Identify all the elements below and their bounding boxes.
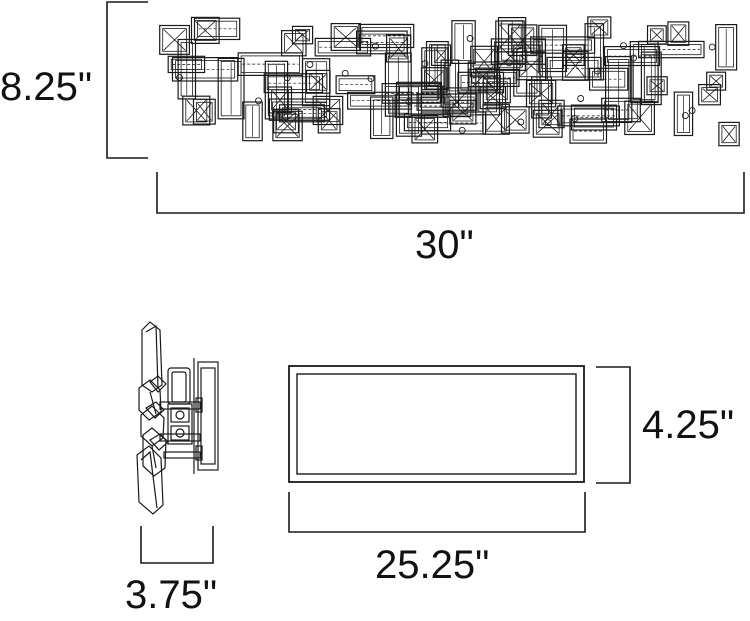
side-depth-label: 3.75" (125, 573, 217, 617)
side-depth-bracket (140, 526, 214, 564)
front-width-label: 30" (415, 223, 474, 267)
backplate-view (288, 365, 585, 483)
front-width-bracket (156, 172, 745, 214)
backplate-width-bracket (288, 492, 586, 533)
backplate-height-bracket (596, 366, 631, 484)
side-view-fixture (136, 321, 219, 515)
backplate-height-label: 4.25" (642, 403, 734, 447)
backplate-width-label: 25.25" (375, 543, 489, 587)
front-view-fixture (159, 16, 740, 147)
front-height-bracket (106, 1, 148, 159)
front-height-label: 8.25" (0, 65, 92, 109)
